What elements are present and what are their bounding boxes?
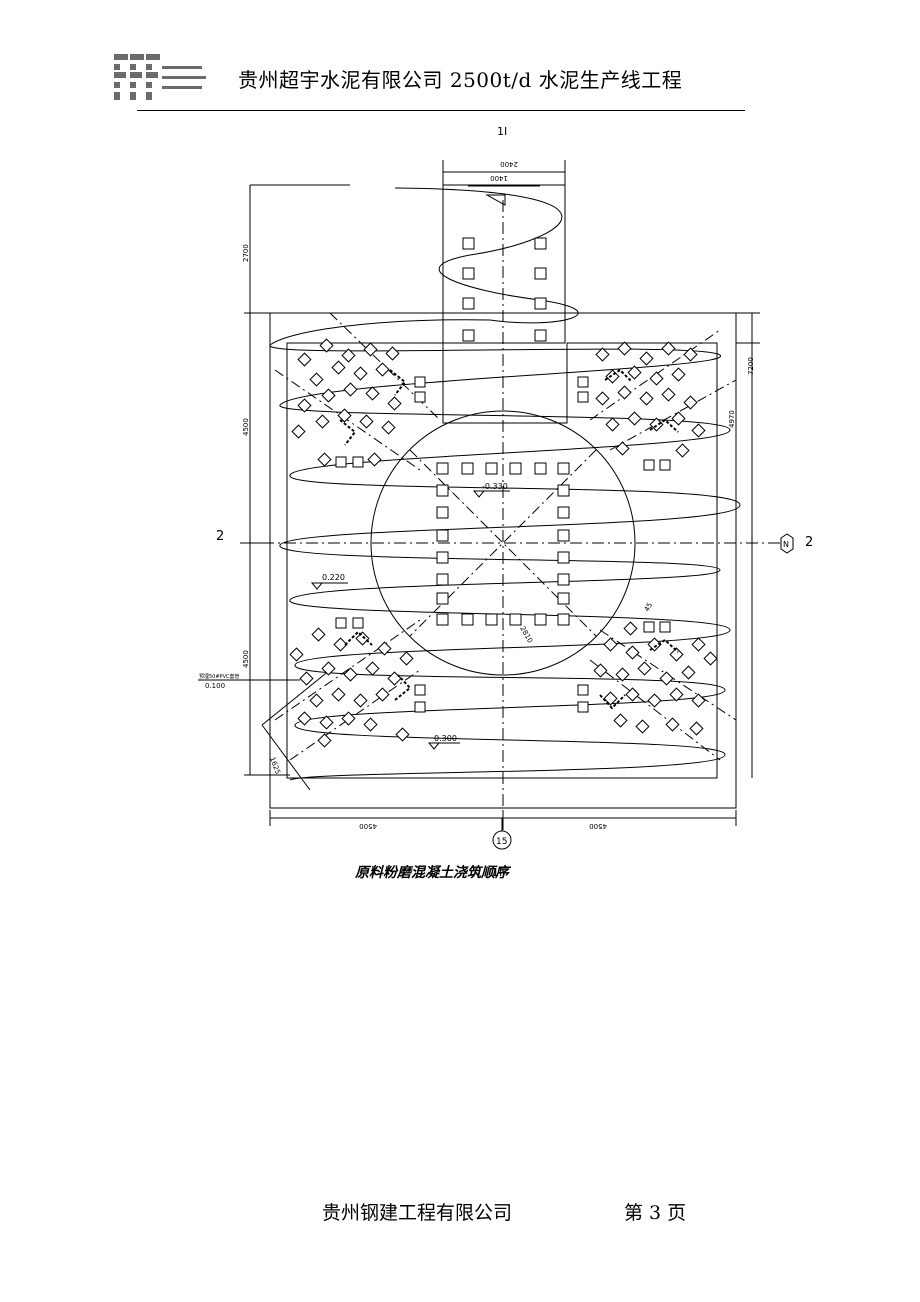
footer-page-number: 第 3 页 [624,1202,687,1224]
level-left-low: 0.300 [434,734,457,743]
section-mark-left: 2 [216,529,224,544]
company-logo [114,54,206,100]
drawing-caption: 原料粉磨混凝土浇筑顺序 [355,865,509,881]
drawing-caption-number: 1I [492,866,503,879]
level-center: -0.330 [482,482,508,491]
note-pvc-level: 0.100 [205,682,225,690]
dim-top-inner: 1400 [490,174,508,182]
dim-left-upper: 2700 [242,244,250,262]
note-pvc-sleeve: 预埋50#PVC套管 [199,673,239,680]
dim-circle: 2810 [518,625,534,644]
header-divider [137,110,745,111]
dim-left-lower: 4500 [242,650,250,668]
level-left-mid: 0.220 [322,573,345,582]
dim-top-outer: 2400 [500,160,518,168]
dim-bottom-left: 4500 [359,822,377,830]
header-title: 贵州超宇水泥有限公司 2500t/d 水泥生产线工程 [238,68,683,92]
axis-bubble-label: 15 [496,837,507,847]
section-mark-top: 1I [497,125,507,138]
dim-right-inner: 4970 [728,410,736,428]
dim-bottom-right: 4500 [589,822,607,830]
footer-company: 贵州钢建工程有限公司 [322,1202,513,1224]
dim-right-outer: 7200 [747,357,755,375]
section-mark-right: 2 [805,535,813,550]
dim-left-middle: 4500 [242,418,250,436]
north-symbol: N [783,540,789,549]
dim-diag-small: 45 [643,601,654,613]
